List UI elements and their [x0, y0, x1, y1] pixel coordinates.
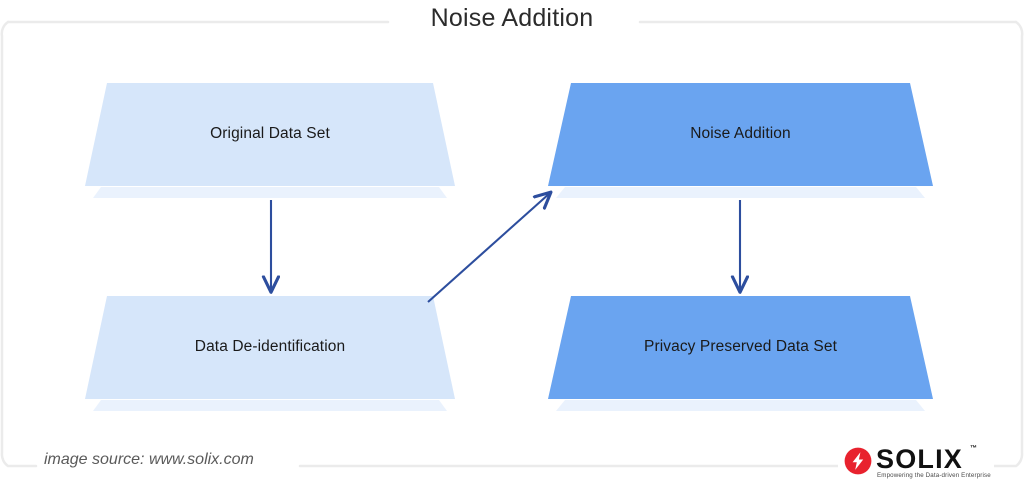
solix-tagline: Empowering the Data-driven Enterprise: [877, 472, 991, 479]
node-shadow-layer: [556, 187, 925, 198]
solix-wordmark: SOLIX: [876, 444, 964, 474]
node-shadow-layer: [93, 187, 447, 198]
node-label: Privacy Preserved Data Set: [644, 338, 837, 355]
trademark-symbol: ™: [970, 445, 977, 452]
arrow-deidentification-to-noise: [427, 193, 550, 303]
node-shape: [548, 83, 933, 186]
node-shape: [85, 296, 455, 399]
page-title: Noise Addition: [430, 4, 594, 32]
node-privacy-preserved-data-set[interactable]: Privacy Preserved Data Set: [548, 296, 933, 411]
solix-logo[interactable]: SOLIX ™ Empowering the Data-driven Enter…: [838, 441, 994, 483]
node-shadow-layer: [556, 400, 925, 411]
node-original-data-set[interactable]: Original Data Set: [85, 83, 455, 198]
node-shape: [548, 296, 933, 399]
node-label: Data De-identification: [194, 338, 346, 355]
title-backdrop: [395, 6, 635, 40]
solix-bolt-icon: [844, 447, 872, 475]
node-label: Noise Addition: [690, 125, 791, 142]
node-label: Original Data Set: [210, 125, 330, 142]
node-noise-addition[interactable]: Noise Addition: [548, 83, 933, 198]
node-data-de-identification[interactable]: Data De-identification: [85, 296, 455, 411]
node-shape: [85, 83, 455, 186]
image-source-text: image source: www.solix.com: [40, 451, 262, 469]
node-shadow-layer: [93, 400, 447, 411]
